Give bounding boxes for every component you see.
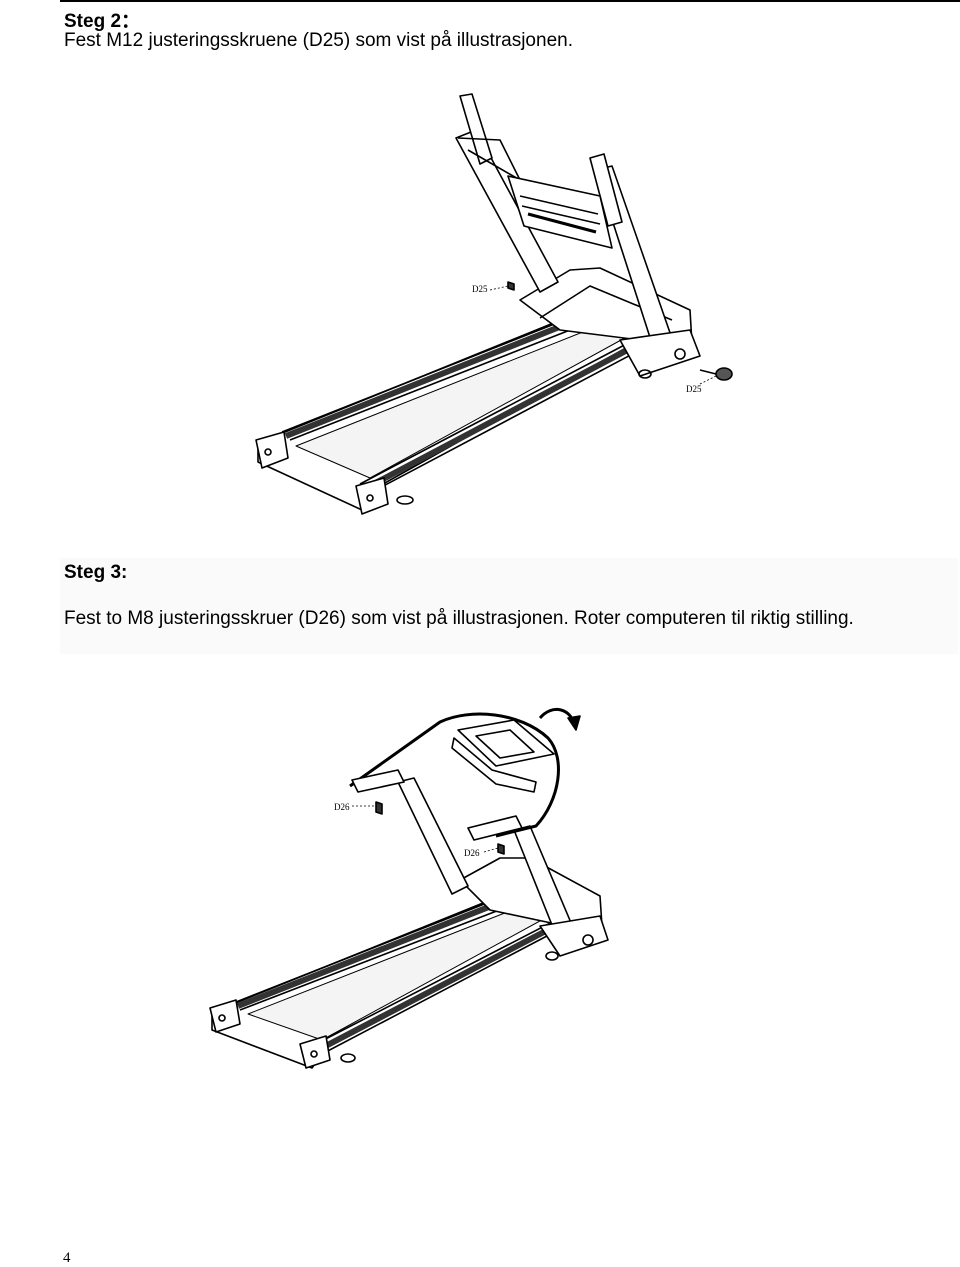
step3-instruction: Fest to M8 justeringsskruer (D26) som vi…	[64, 608, 854, 629]
step3-box	[60, 558, 958, 654]
page-number: 4	[63, 1250, 71, 1266]
d26-label-right: D26	[464, 848, 480, 858]
d25-label-right: D25	[686, 384, 702, 394]
d26-label-left: D26	[334, 802, 350, 812]
top-rule	[60, 0, 960, 2]
treadmill-step3-illustration: D26 D26	[209, 708, 609, 1069]
step3-heading: Steg 3:	[64, 562, 128, 583]
d25-label-left: D25	[472, 284, 488, 294]
treadmill-step2-illustration: D25 D25	[255, 93, 733, 515]
step2-heading: Steg 2：	[64, 11, 141, 32]
step2-instruction: Fest M12 justeringsskruene (D25) som vis…	[64, 30, 573, 51]
